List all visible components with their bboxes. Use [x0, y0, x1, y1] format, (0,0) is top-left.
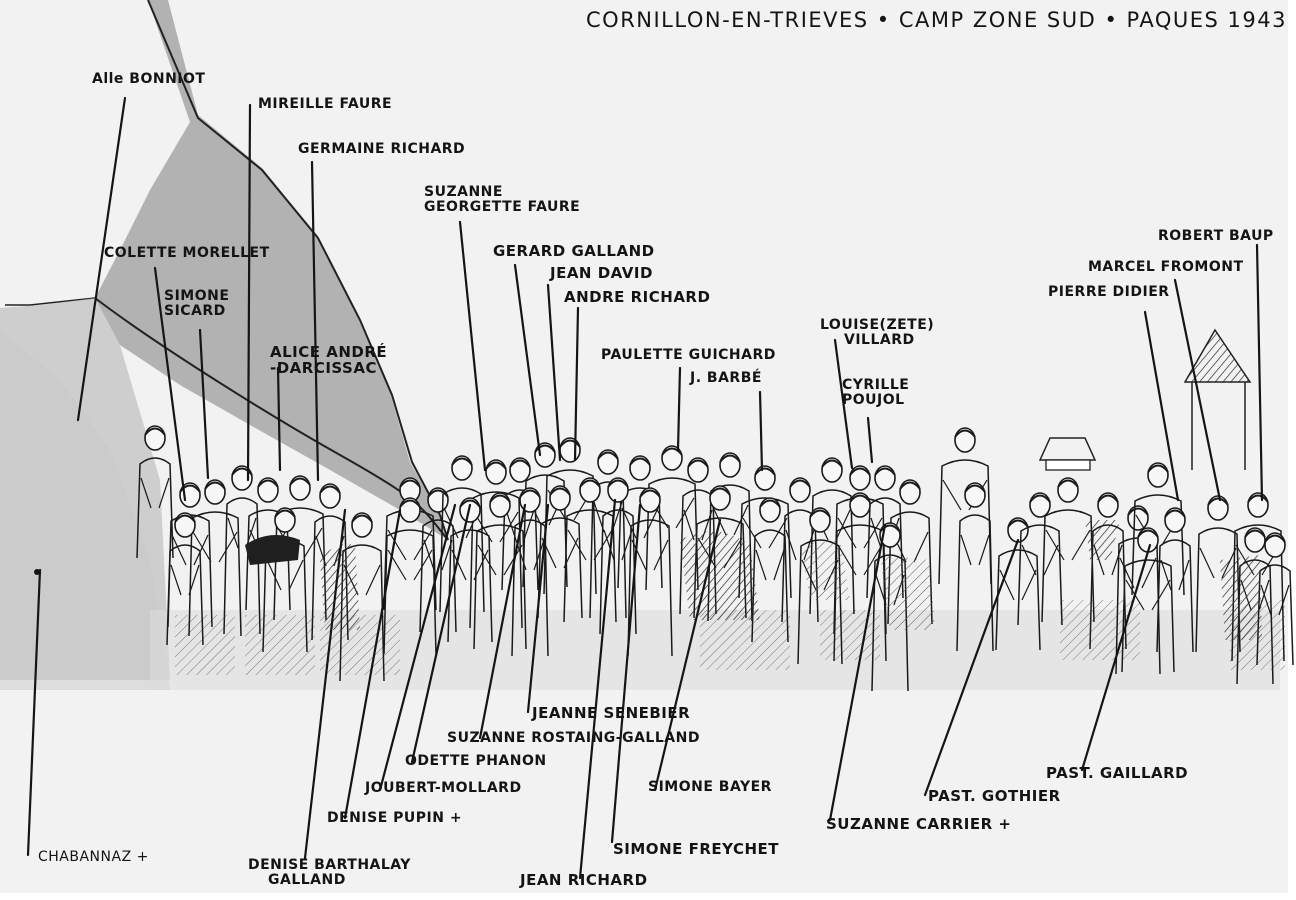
label-line: GEORGETTE FAURE	[424, 198, 581, 215]
label-jean-david: JEAN DAVID	[550, 264, 653, 282]
label-denise-barthalay-galland: DENISE BARTHALAY GALLAND	[248, 858, 411, 887]
person-figure	[956, 482, 994, 652]
label-simone-freychet: SIMONE FREYCHET	[613, 840, 779, 858]
person-figure	[938, 427, 992, 585]
label-j-barbe: J. BARBÉ	[690, 370, 762, 386]
person-figure	[627, 487, 673, 657]
label-line: ALICE ANDRÉ	[270, 343, 388, 361]
label-past-gaillard: PAST. GAILLARD	[1046, 764, 1189, 782]
label-line: SUZANNE	[424, 184, 503, 200]
label-germaine-richard: GERMAINE RICHARD	[298, 141, 466, 157]
crowd-figures	[136, 425, 1294, 692]
sketch-title: CORNILLON-EN-TRIEVES • CAMP ZONE SUD • P…	[586, 8, 1287, 32]
label-line: GALLAND	[268, 871, 346, 888]
label-suzanne-rostaing-galland: SUZANNE ROSTAING-GALLAND	[447, 730, 700, 746]
tower-roof	[1183, 328, 1252, 470]
person-figure	[166, 512, 204, 646]
person-figure	[645, 445, 699, 591]
label-line: DENISE BARTHALAY	[248, 857, 411, 873]
person-figure	[311, 483, 349, 641]
mountain-peak	[95, 0, 448, 540]
label-line: -DARCISSAC	[270, 358, 377, 377]
label-bonniot: Alle BONNIOT	[92, 71, 206, 87]
label-denise-pupin: DENISE PUPIN +	[327, 810, 463, 826]
label-gerard-galland: GERARD GALLAND	[493, 242, 655, 260]
label-louise-villard: LOUISE(ZETE) VILLARD	[820, 318, 934, 347]
person-figure	[383, 477, 437, 611]
leader-lines	[26, 96, 1264, 880]
label-robert-baup: ROBERT BAUP	[1158, 228, 1274, 244]
person-figure	[833, 492, 887, 662]
person-figure	[738, 465, 792, 599]
label-pierre-didier: PIERRE DIDIER	[1048, 284, 1170, 300]
label-odette-phanon: ODETTE PHANON	[405, 753, 547, 769]
label-line: VILLARD	[844, 331, 915, 348]
label-line: LOUISE(ZETE)	[820, 317, 935, 333]
label-suzanne-carrier: SUZANNE CARRIER +	[826, 815, 1012, 833]
label-jean-richard: JEAN RICHARD	[520, 871, 648, 889]
person-figure	[188, 479, 242, 637]
lantern-structure	[1038, 437, 1097, 471]
label-line: CYRILLE	[842, 377, 910, 393]
person-figure	[1017, 492, 1063, 626]
label-marcel-fromont: MARCEL FROMONT	[1088, 259, 1244, 275]
label-simone-bayer: SIMONE BAYER	[648, 779, 772, 795]
person-figure	[447, 497, 493, 643]
person-figure	[1156, 507, 1194, 653]
person-figure	[751, 497, 789, 643]
person-figure	[1256, 532, 1294, 666]
label-line: SICARD	[164, 302, 226, 319]
label-line: SIMONE	[164, 288, 230, 304]
label-andre-richard: ANDRE RICHARD	[564, 288, 711, 306]
label-suzanne-georgette-faure: SUZANNE GEORGETTE FAURE	[424, 185, 580, 214]
label-colette-morellet: COLETTE MORELLET	[104, 245, 270, 261]
label-line: POUJOL	[842, 391, 905, 408]
label-joubert-mollard: JOUBERT-MOLLARD	[365, 780, 522, 796]
label-mireille-faure: MIREILLE FAURE	[258, 96, 393, 112]
person-figure	[995, 517, 1041, 651]
person-figure	[136, 425, 174, 559]
person-figure	[473, 492, 527, 650]
person-figure	[887, 479, 933, 625]
label-alice-andre-darcissac: ALICE ANDRÉ -DARCISSAC	[270, 343, 388, 377]
label-past-gothier: PAST. GOTHIER	[928, 787, 1061, 805]
label-cyrille-poujol: CYRILLE POUJOL	[842, 378, 909, 407]
dark-clothed-figures	[245, 520, 1262, 640]
label-simone-sicard: SIMONE SICARD	[164, 289, 229, 318]
label-jeanne-senebier: JEANNE SENEBIER	[532, 704, 691, 722]
person-figure	[383, 497, 437, 655]
person-figure	[599, 477, 637, 635]
person-figure	[1195, 495, 1241, 653]
label-chabannaz: CHABANNAZ +	[38, 849, 149, 865]
label-paulette-guichard: PAULETTE GUICHARD	[601, 347, 776, 363]
